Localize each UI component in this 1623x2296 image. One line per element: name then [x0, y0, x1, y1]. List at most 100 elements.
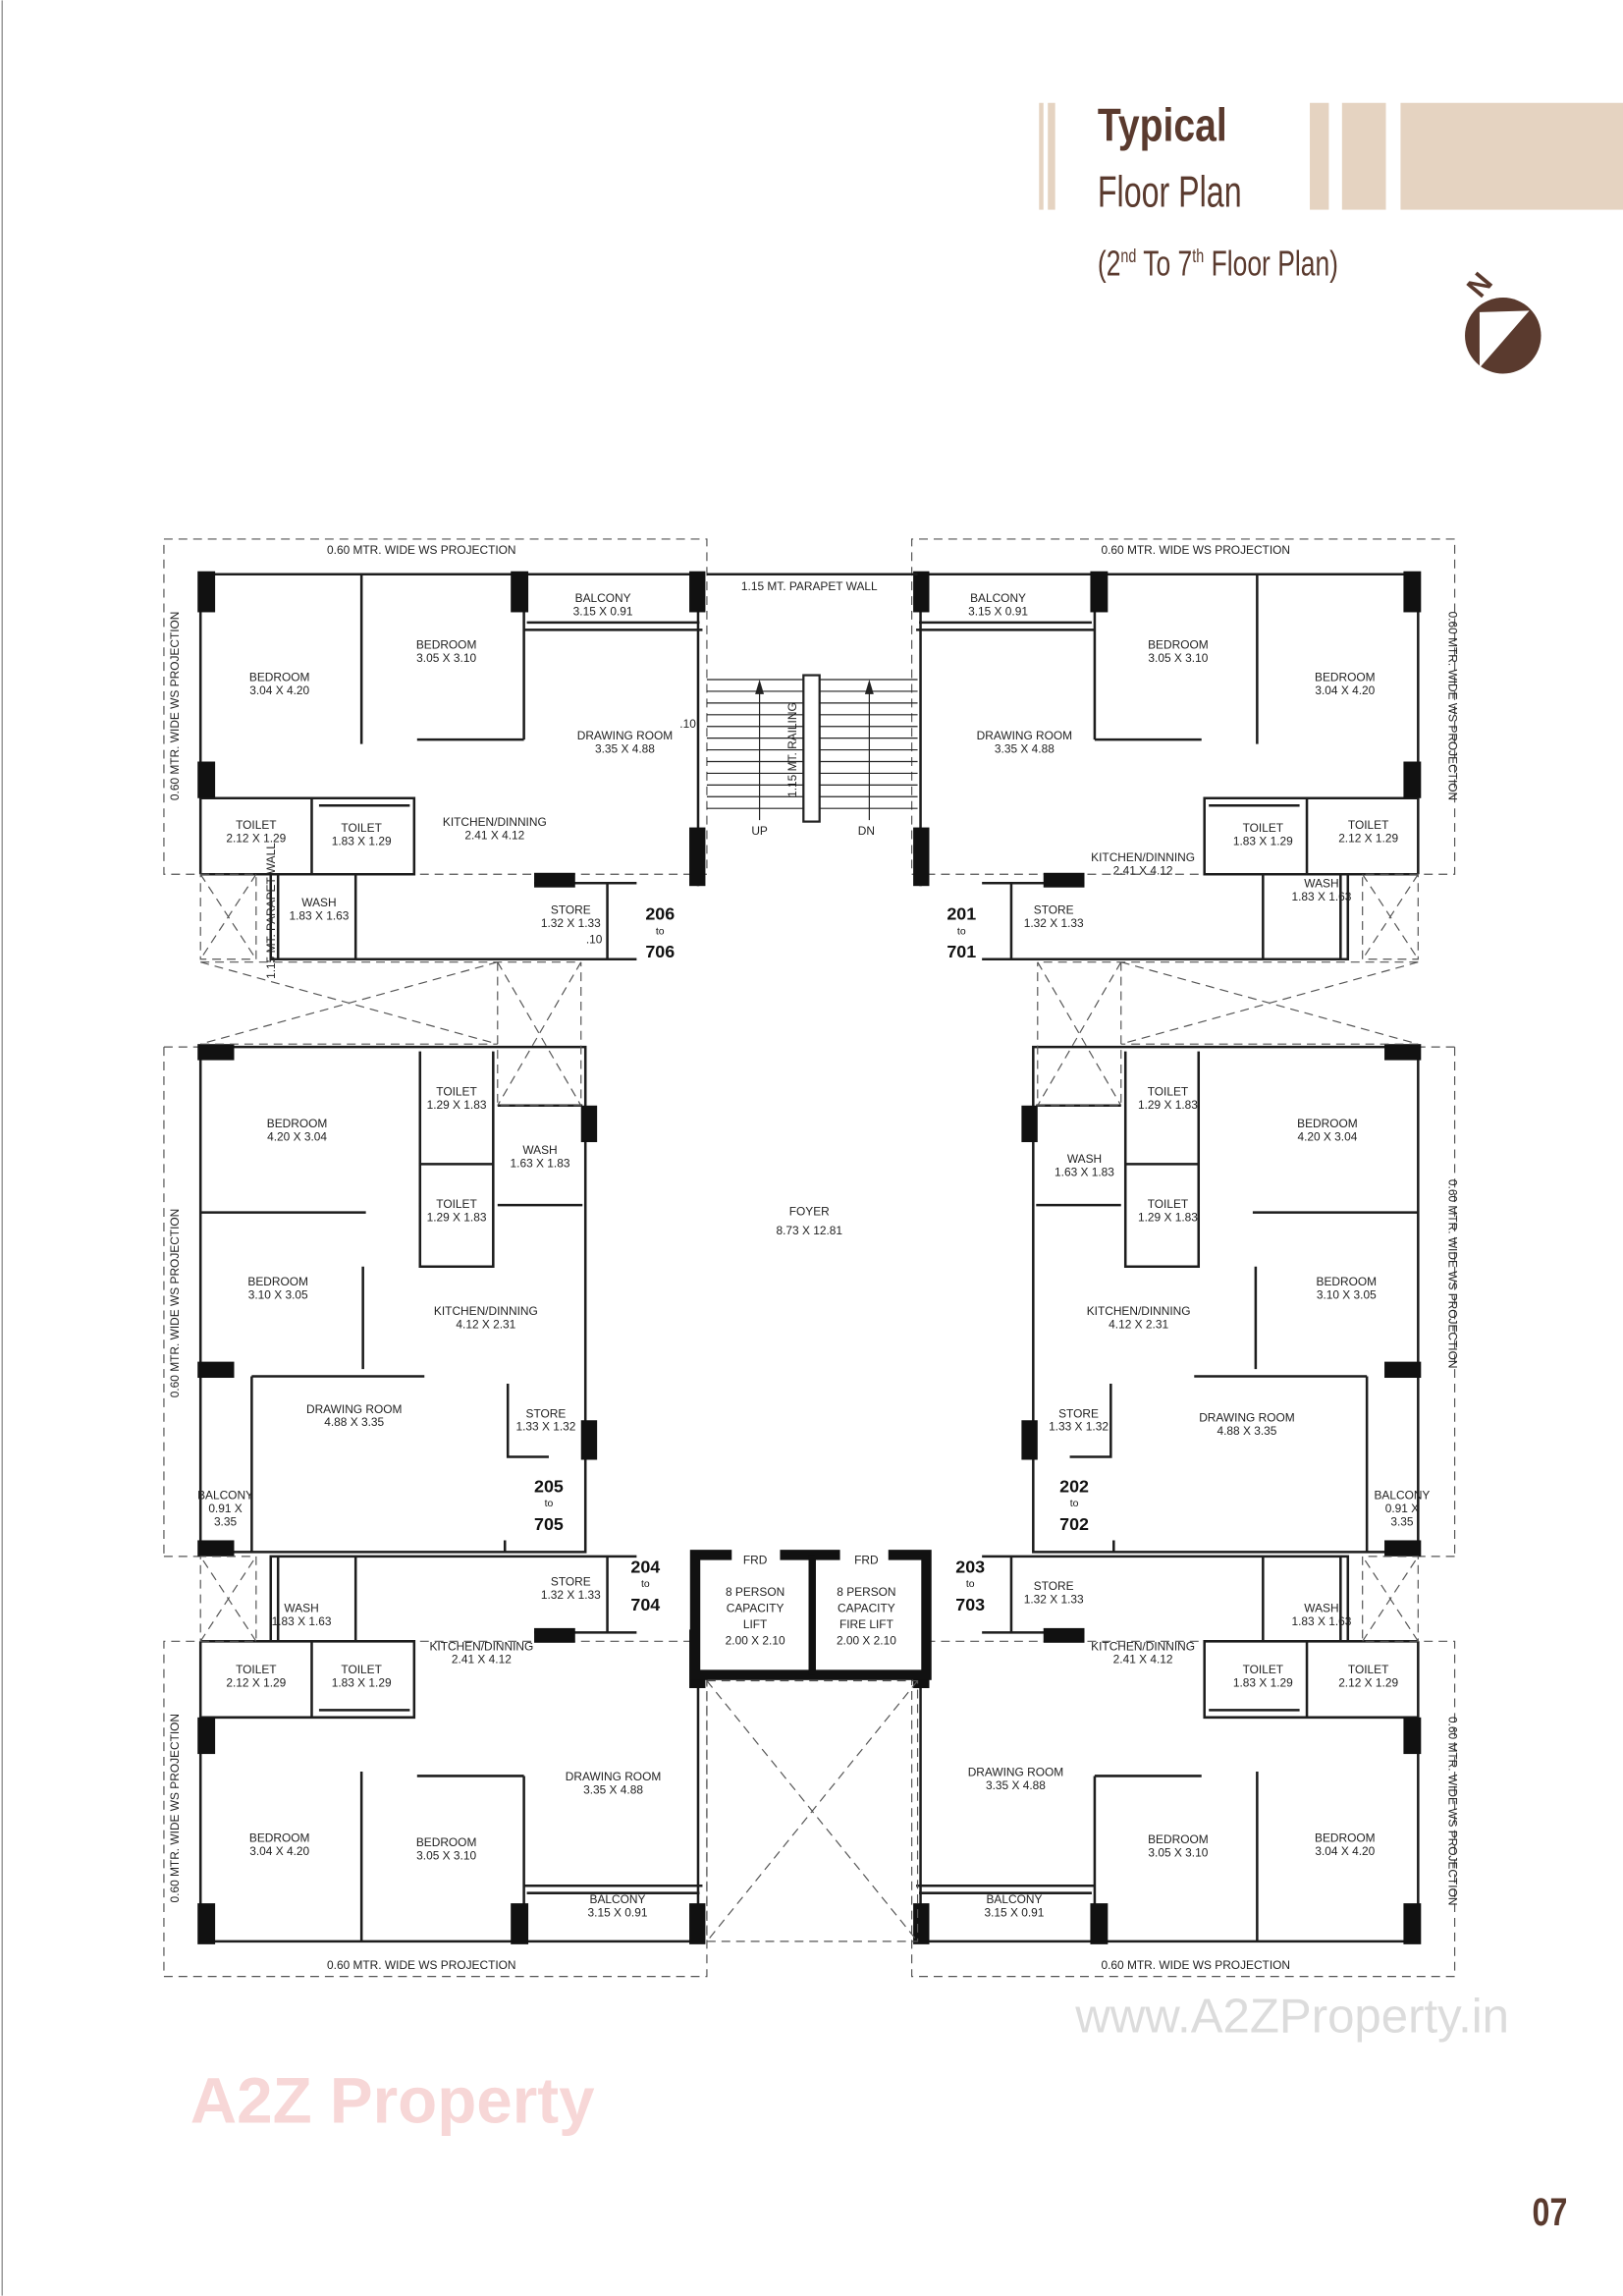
room-size: 2.12 X 1.29 [1338, 831, 1398, 845]
room-size: 3.10 X 3.05 [1317, 1288, 1377, 1302]
band-block [1341, 102, 1386, 210]
unit-number-from: 205 [534, 1476, 564, 1496]
room-size: 3.04 X 4.20 [249, 683, 309, 697]
projection-label: 0.60 MTR. WIDE WS PROJECTION [1102, 1958, 1291, 1972]
room-name-store: STORE [551, 1575, 591, 1589]
room-name-bedroom: BEDROOM [1315, 671, 1376, 684]
projection-label: 0.60 MTR. WIDE WS PROJECTION [1446, 1717, 1460, 1905]
room-name-wash: WASH [301, 896, 336, 909]
room-size: 3.35 [1390, 1515, 1414, 1529]
room-name-toilet: TOILET [436, 1084, 476, 1098]
room-size: 2.12 X 1.29 [226, 831, 286, 845]
room-name-toilet: TOILET [1243, 821, 1283, 835]
room-size: 3.15 X 0.91 [968, 604, 1028, 618]
room-name-balcony: BALCONY [970, 591, 1026, 605]
projection-label: 0.60 MTR. WIDE WS PROJECTION [327, 543, 516, 557]
projection-label: 0.60 MTR. WIDE WS PROJECTION [168, 612, 182, 801]
room-size: 2.12 X 1.29 [1338, 1676, 1398, 1690]
unit-number-from: 203 [955, 1557, 985, 1576]
room-size: 1.32 X 1.33 [1024, 916, 1084, 930]
room-name-bedroom: BEDROOM [416, 1835, 477, 1849]
room-name-store: STORE [1034, 1579, 1074, 1593]
room-size: 3.05 X 3.10 [1148, 1845, 1208, 1859]
room-name-store: STORE [1034, 903, 1074, 917]
room-name-kitchen-dinning: KITCHEN/DINNING [1091, 850, 1195, 864]
room-name-store: STORE [526, 1406, 567, 1420]
room-name-kitchen-dinning: KITCHEN/DINNING [1087, 1304, 1191, 1318]
room-name-drawing-room: DRAWING ROOM [968, 1765, 1063, 1778]
room-size: 3.05 X 3.10 [416, 1848, 476, 1862]
room-size: 2.41 X 4.12 [1113, 863, 1173, 877]
room-size: 3.35 X 4.88 [595, 742, 655, 756]
band-block [1310, 102, 1329, 210]
room-size: 3.35 X 4.88 [995, 742, 1055, 756]
title: Floor Plan [1098, 169, 1242, 217]
lift-label: LIFT [743, 1617, 767, 1631]
room-size: 1.33 X 1.32 [516, 1420, 576, 1434]
railing-label: 1.15 MT. RAILING [785, 702, 799, 797]
projection-label: 0.60 MTR. WIDE WS PROJECTION [327, 1958, 516, 1972]
unit-number-until: 703 [955, 1595, 985, 1614]
room-size: 3.10 X 3.05 [248, 1288, 308, 1302]
lift-label: FIRE LIFT [839, 1617, 893, 1631]
subtitle-part: Floor Plan) [1204, 245, 1338, 284]
room-size: 1.32 X 1.33 [541, 1588, 601, 1602]
subtitle: (2nd To 7th Floor Plan) [1098, 245, 1338, 284]
room-size: 4.20 X 3.04 [1297, 1130, 1357, 1144]
room-name-balcony: BALCONY [1374, 1489, 1430, 1503]
unit-number-to: to [957, 926, 966, 937]
subtitle-sup: th [1192, 246, 1204, 267]
room-name-kitchen-dinning: KITCHEN/DINNING [1091, 1639, 1195, 1653]
unit-number-until: 706 [645, 942, 675, 961]
staircase [706, 573, 918, 823]
room-name-kitchen-dinning: KITCHEN/DINNING [434, 1304, 538, 1318]
parapet-wall-label: 1.15 MT. PARAPET WALL [741, 579, 878, 593]
room-name-bedroom: BEDROOM [1317, 1275, 1378, 1288]
room-size: 1.63 X 1.83 [511, 1156, 570, 1170]
projection-label: 0.60 MTR. WIDE WS PROJECTION [168, 1209, 182, 1398]
room-size: 1.83 X 1.63 [1291, 1614, 1351, 1628]
unit-number-until: 701 [947, 942, 976, 961]
north-label: N [1461, 267, 1499, 304]
lift-label: CAPACITY [838, 1601, 895, 1614]
subtitle-part: To 7 [1136, 245, 1192, 284]
room-name-bedroom: BEDROOM [416, 638, 477, 652]
subtitle-part: (2 [1098, 245, 1121, 284]
room-name-kitchen-dinning: KITCHEN/DINNING [443, 815, 547, 829]
room-size: 2.12 X 1.29 [226, 1676, 286, 1690]
room-size: 1.32 X 1.33 [1024, 1593, 1084, 1607]
unit-number-until: 704 [630, 1595, 660, 1614]
page-number: 07 [1533, 2190, 1568, 2234]
room-name-bedroom: BEDROOM [267, 1117, 328, 1130]
unit-205-walls [162, 960, 599, 1558]
room-name-toilet: TOILET [1148, 1197, 1188, 1211]
room-name-toilet: TOILET [1348, 818, 1388, 832]
projection-label: 0.60 MTR. WIDE WS PROJECTION [1446, 612, 1460, 800]
projection-label: 0.60 MTR. WIDE WS PROJECTION [168, 1714, 182, 1902]
room-size: 1.63 X 1.83 [1055, 1165, 1114, 1178]
projection-label: 0.60 MTR. WIDE WS PROJECTION [1102, 543, 1291, 557]
room-size: 0.91 X [208, 1502, 242, 1515]
room-name-bedroom: BEDROOM [1315, 1831, 1376, 1845]
room-name-balcony: BALCONY [986, 1892, 1042, 1906]
room-size: 1.83 X 1.29 [1233, 834, 1293, 847]
room-name-toilet: TOILET [341, 1663, 381, 1676]
unit-number-until: 702 [1059, 1514, 1089, 1534]
watermark-logo: A2Z Property [190, 2065, 595, 2137]
room-name-balcony: BALCONY [575, 591, 631, 605]
projection-label: 0.60 MTR. WIDE WS PROJECTION [1446, 1179, 1460, 1369]
room-size: 4.12 X 2.31 [456, 1317, 515, 1331]
lift-label: 2.00 X 2.10 [726, 1633, 785, 1647]
lift-label: CAPACITY [727, 1601, 784, 1614]
room-size: 1.33 X 1.32 [1049, 1420, 1109, 1434]
foyer-name: FOYER [789, 1205, 830, 1219]
dimension-note: .10 [586, 932, 603, 946]
room-size: 3.35 X 4.88 [583, 1782, 643, 1796]
room-name-store: STORE [1058, 1406, 1099, 1420]
unit-number-until: 705 [534, 1514, 564, 1534]
foyer-size: 8.73 X 12.81 [776, 1224, 842, 1237]
room-name-drawing-room: DRAWING ROOM [1199, 1411, 1294, 1425]
unit-number-to: to [656, 926, 665, 937]
lift-label: 2.00 X 2.10 [837, 1633, 896, 1647]
